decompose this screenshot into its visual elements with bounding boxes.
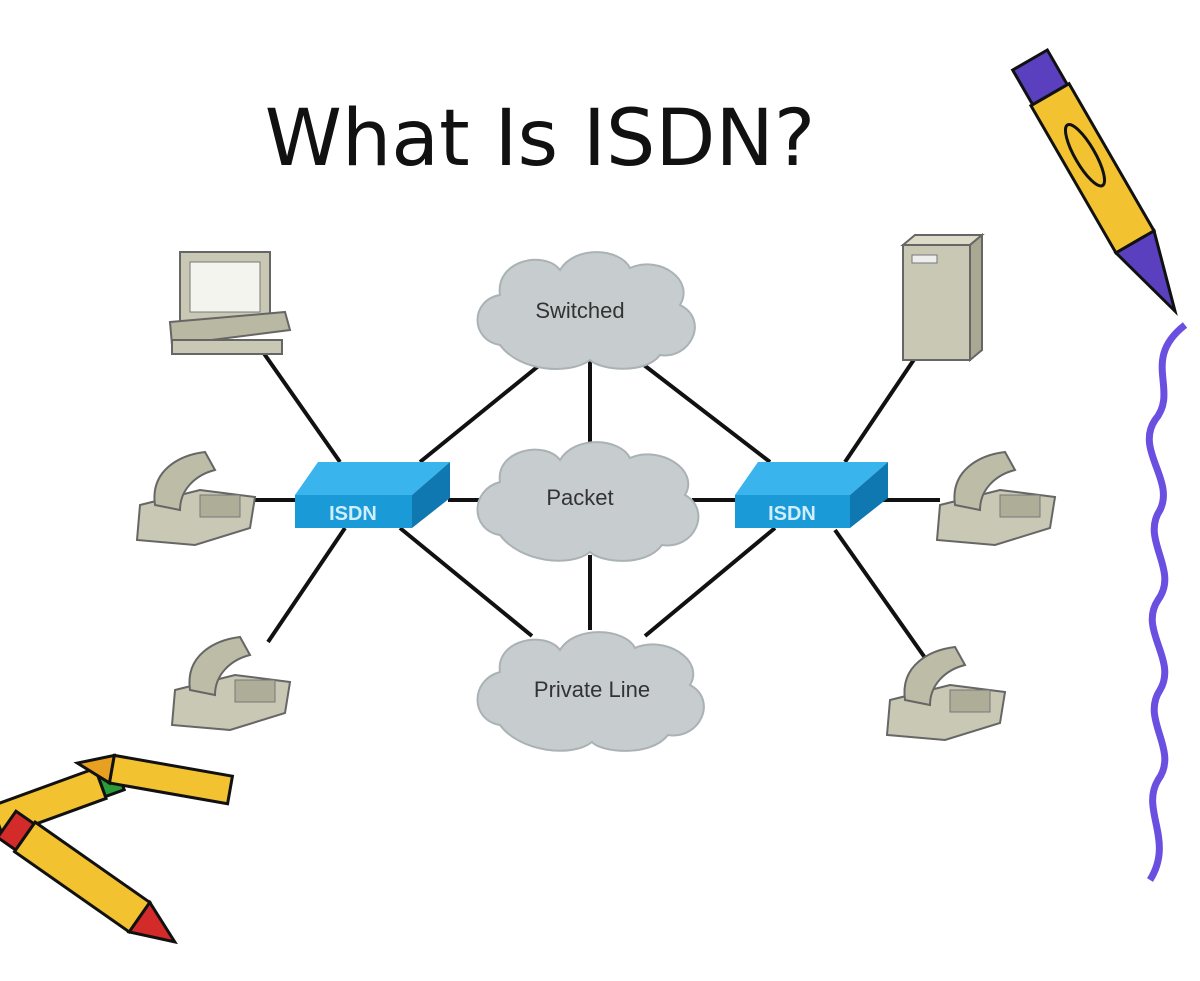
title: What Is ISDN? <box>265 94 816 184</box>
isdn-switch-right: ISDN <box>735 462 888 528</box>
wavy-line <box>1145 322 1188 882</box>
cloud-packet: Packet <box>476 441 700 562</box>
telephone-icon <box>886 646 1006 741</box>
cloud-private-line: Private Line <box>476 631 705 752</box>
isdn-switch-left: ISDN <box>295 462 450 528</box>
cloud-switched: Switched <box>476 251 696 370</box>
links <box>250 343 940 664</box>
telephone-icon <box>171 636 291 731</box>
pencil-icon <box>1010 47 1178 317</box>
telephone-icon <box>936 451 1056 546</box>
switch-label: ISDN <box>768 503 816 525</box>
cloud-label: Private Line <box>534 677 650 702</box>
cloud-label: Switched <box>535 298 624 323</box>
crayons-icon <box>0 753 235 945</box>
computer-icon <box>168 251 292 355</box>
telephone-icon <box>135 450 257 547</box>
switch-label: ISDN <box>329 503 377 525</box>
server-icon <box>900 232 985 363</box>
cloud-label: Packet <box>546 485 613 510</box>
